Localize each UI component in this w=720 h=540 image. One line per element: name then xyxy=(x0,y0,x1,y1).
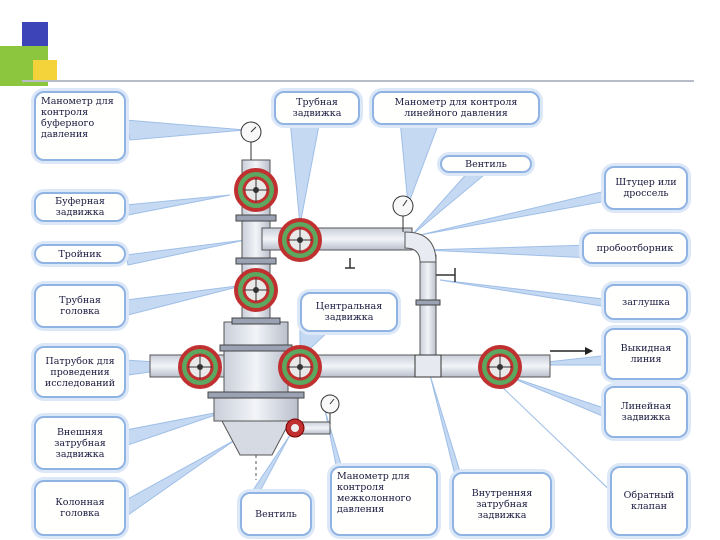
callout-manometer-buffer: Манометр для контроля буферного давления xyxy=(34,91,126,161)
callout-check-valve: Обратный клапан xyxy=(610,466,688,536)
callout-inner-annulus-valve: Внутренняя затрубная задвижка xyxy=(452,472,552,536)
callout-research-pipe: Патрубок для проведения исследований xyxy=(34,346,126,398)
callout-central-valve: Центральная задвижка xyxy=(300,292,398,332)
callout-tubing-valve-top: Трубная задвижка xyxy=(274,91,360,125)
callout-valve-bottom: Вентиль xyxy=(240,492,312,536)
header-rule xyxy=(22,80,694,82)
callout-discharge-line: Выкидная линия xyxy=(604,328,688,380)
callout-sampler: пробоотборник xyxy=(582,232,688,264)
gauges xyxy=(240,121,414,424)
callout-tubing-head: Трубная головка xyxy=(34,284,126,328)
callout-casing-head: Колонная головка xyxy=(34,480,126,536)
callout-choke: Штуцер или дроссель xyxy=(604,166,688,210)
callout-tee: Тройник xyxy=(34,244,126,264)
callout-buffer-valve: Буферная задвижка xyxy=(34,192,126,222)
corner-square-blue xyxy=(22,22,48,48)
callout-outer-annulus-valve: Внешняя затрубная задвижка xyxy=(34,416,126,470)
callout-pointers xyxy=(125,119,621,516)
callout-manometer-line: Манометр для контроля линейного давления xyxy=(372,91,540,125)
callout-line-valve: Линейная задвижка xyxy=(604,386,688,438)
callout-plug: заглушка xyxy=(604,284,688,320)
corner-square-yellow xyxy=(33,60,57,82)
callout-manometer-intertube: Манометр для контроля межколонного давле… xyxy=(330,466,438,536)
callout-valve-top: Вентиль xyxy=(440,155,532,173)
valve-wheels xyxy=(178,168,522,438)
